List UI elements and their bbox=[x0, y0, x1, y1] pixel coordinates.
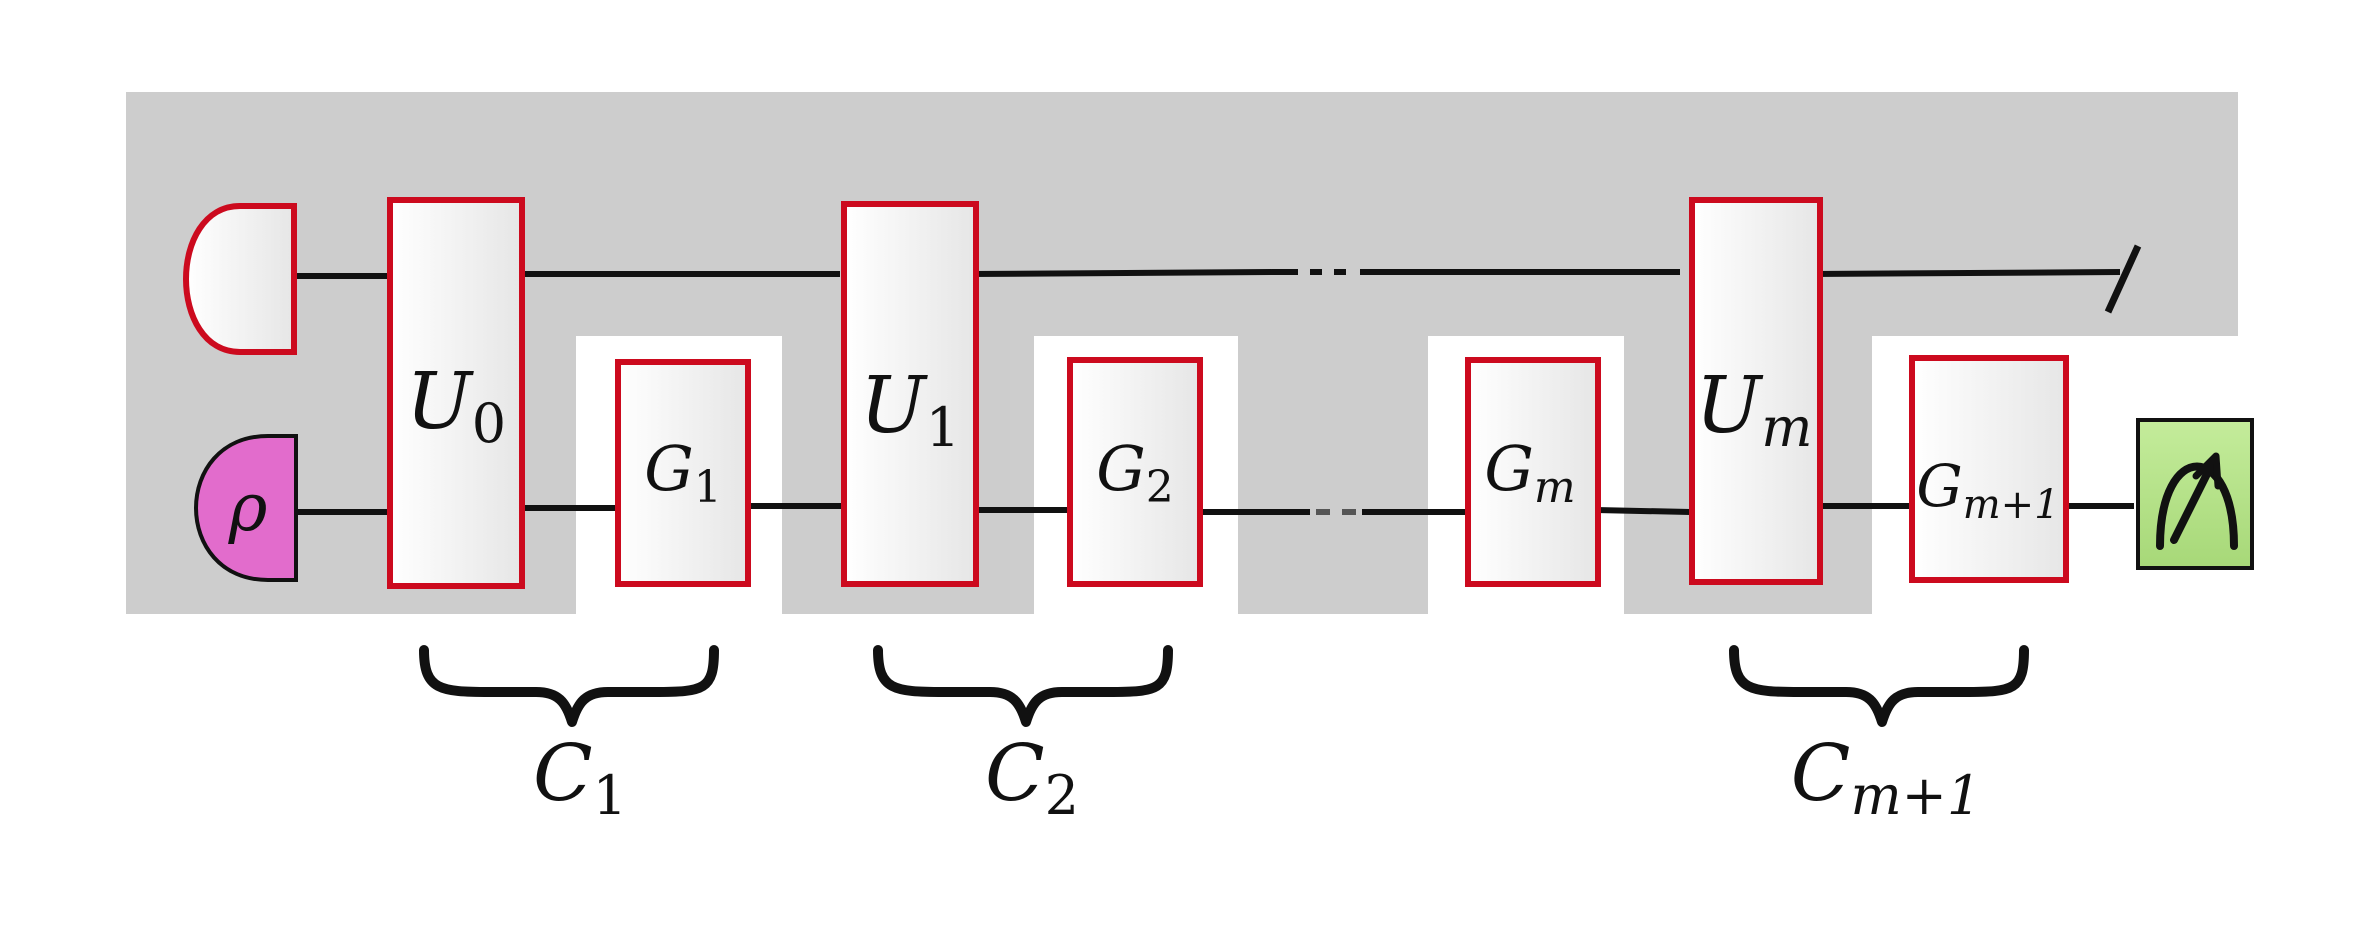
gate-gm-base: G bbox=[1484, 432, 1534, 505]
gate-gm-plus-1: Gm+1 bbox=[1909, 355, 2069, 583]
cycle-cm1-label: Cm+1 bbox=[1791, 729, 1982, 827]
lower-wire bbox=[296, 503, 2134, 515]
meter-icon bbox=[2136, 418, 2254, 570]
gate-g2-sub: 2 bbox=[1146, 462, 1174, 513]
gate-gm: Gm bbox=[1465, 357, 1601, 587]
unitary-u0-base: U bbox=[406, 357, 474, 447]
gate-gm1-sub: m+1 bbox=[1963, 482, 2060, 528]
svg-text:Gm+1: Gm+1 bbox=[1916, 452, 2059, 528]
svg-text:Gm: Gm bbox=[1484, 432, 1575, 513]
gate-gm1-base: G bbox=[1916, 452, 1962, 520]
gate-g1-base: G bbox=[644, 432, 694, 505]
gate-g1-sub: 1 bbox=[694, 462, 722, 513]
half-moon-icon bbox=[183, 203, 297, 355]
unitary-u1-base: U bbox=[860, 361, 928, 451]
upper-wire bbox=[290, 244, 2142, 314]
unitary-u1: U1 bbox=[841, 201, 979, 587]
brace-c1 bbox=[419, 645, 719, 727]
cycle-c2-label: C2 bbox=[985, 729, 1079, 827]
unitary-um-sub: m bbox=[1761, 396, 1812, 459]
unitary-u1-sub: 1 bbox=[926, 396, 960, 459]
gate-g2: G2 bbox=[1067, 357, 1203, 587]
cycle-c1-label: C1 bbox=[533, 729, 627, 827]
svg-text:G1: G1 bbox=[644, 432, 722, 513]
unitary-u0-sub: 0 bbox=[472, 392, 506, 455]
brace-c2 bbox=[873, 645, 1173, 727]
svg-text:U0: U0 bbox=[406, 357, 506, 455]
unitary-u0: U0 bbox=[387, 197, 525, 589]
gate-g1: G1 bbox=[615, 359, 751, 587]
state-symbol: ρ bbox=[228, 469, 268, 546]
gate-g2-base: G bbox=[1096, 432, 1146, 505]
brace-cm1 bbox=[1729, 645, 2029, 727]
unitary-um: Um bbox=[1689, 197, 1823, 585]
svg-text:G2: G2 bbox=[1096, 432, 1174, 513]
unitary-um-base: U bbox=[1696, 361, 1764, 451]
svg-text:Um: Um bbox=[1696, 361, 1813, 459]
state-rho: ρ bbox=[194, 434, 298, 582]
svg-text:U1: U1 bbox=[860, 361, 960, 459]
slash-icon bbox=[2104, 244, 2142, 314]
gate-gm-sub: m bbox=[1534, 462, 1576, 513]
